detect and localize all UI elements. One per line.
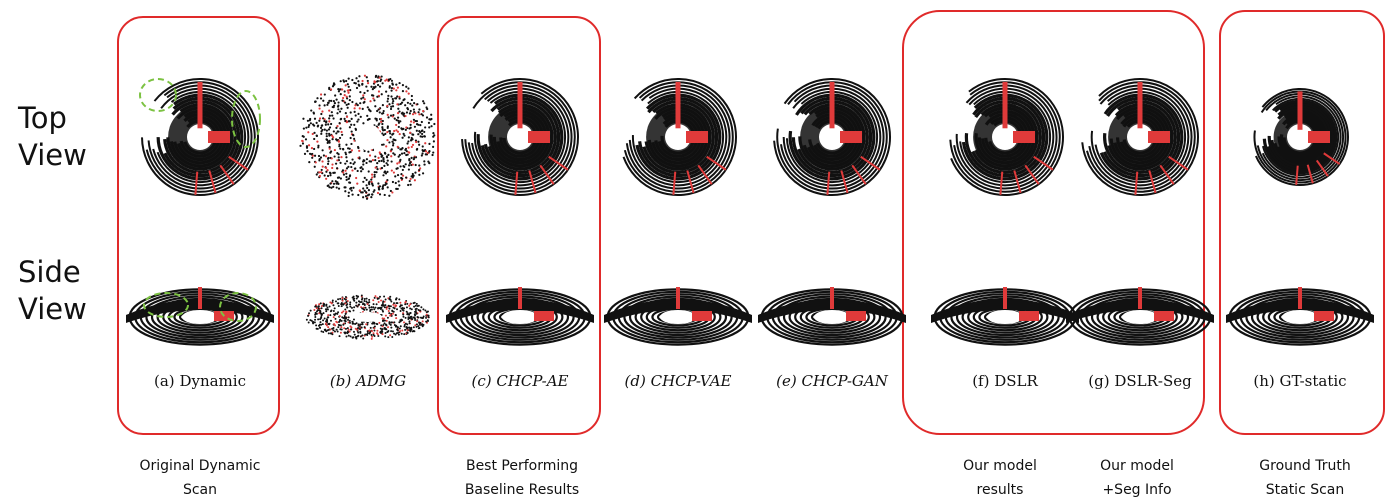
caption-name: Dynamic (174, 372, 246, 390)
top-view-scan-chcp-vae (622, 78, 737, 196)
caption-letter: (g) (1088, 372, 1110, 390)
caption-chcp-vae: (d) CHCP-VAE (598, 372, 758, 390)
side-view-label-line2: View (18, 292, 87, 326)
caption-name: ADMG (351, 372, 407, 390)
side-view-label: Side View (18, 254, 87, 328)
top-view-scan-chcp-gan (773, 78, 891, 196)
side-view-scan-gt-static (1226, 287, 1374, 346)
group-box-baseline (437, 16, 601, 435)
side-view-scan-admg (305, 294, 430, 340)
group-box-dynamic (117, 16, 280, 435)
caption-letter: (f) (972, 372, 990, 390)
group-box-gt (1219, 10, 1385, 435)
caption-letter: (a) (154, 372, 175, 390)
note-best-baseline: Best Performing Baseline Results (464, 458, 580, 498)
caption-gt-static: (h) GT-static (1220, 372, 1380, 390)
side-view-label-line1: Side (18, 255, 81, 289)
note-original-dynamic-scan: Original Dynamic Scan (139, 458, 261, 498)
top-view-scan-dslr-seg (1081, 78, 1199, 196)
group-box-ours (902, 10, 1205, 435)
side-view-scan-dslr-seg (1066, 287, 1214, 346)
caption-name: DSLR (989, 372, 1038, 390)
note-our-model-results: Our model results (963, 458, 1037, 498)
caption-dslr: (f) DSLR (925, 372, 1085, 390)
top-view-label: Top View (18, 100, 87, 174)
top-view-label-line2: View (18, 138, 87, 172)
caption-chcp-ae: (c) CHCP-AE (440, 372, 600, 390)
side-view-scan-chcp-gan (758, 287, 906, 346)
note-ground-truth-static-scan: Ground Truth Static Scan (1259, 458, 1351, 498)
top-view-scan-gt-static (1253, 88, 1349, 186)
side-view-scan-dynamic (126, 287, 274, 346)
top-view-scan-dynamic (139, 78, 261, 196)
caption-letter: (b) (329, 372, 352, 390)
caption-dynamic: (a) Dynamic (120, 372, 280, 390)
caption-name: CHCP-GAN (796, 372, 888, 390)
caption-name: DSLR-Seg (1109, 372, 1192, 390)
side-view-scan-chcp-ae (446, 287, 594, 346)
caption-name: GT-static (1274, 372, 1347, 390)
top-view-scan-dslr (949, 78, 1064, 196)
caption-admg: (b) ADMG (288, 372, 448, 390)
caption-letter: (h) (1253, 372, 1275, 390)
caption-letter: (e) (776, 372, 797, 390)
caption-letter: (d) (624, 372, 646, 390)
caption-letter: (c) (471, 372, 492, 390)
side-view-scan-chcp-vae (604, 287, 752, 346)
top-view-scan-chcp-ae (461, 78, 579, 196)
top-view-label-line1: Top (18, 101, 67, 135)
top-view-scan-admg (299, 74, 436, 200)
note-our-model-seg-info: Our model +Seg Info (1100, 458, 1174, 498)
caption-name: CHCP-VAE (645, 372, 732, 390)
caption-name: CHCP-AE (491, 372, 569, 390)
caption-dslr-seg: (g) DSLR-Seg (1060, 372, 1220, 390)
caption-chcp-gan: (e) CHCP-GAN (752, 372, 912, 390)
